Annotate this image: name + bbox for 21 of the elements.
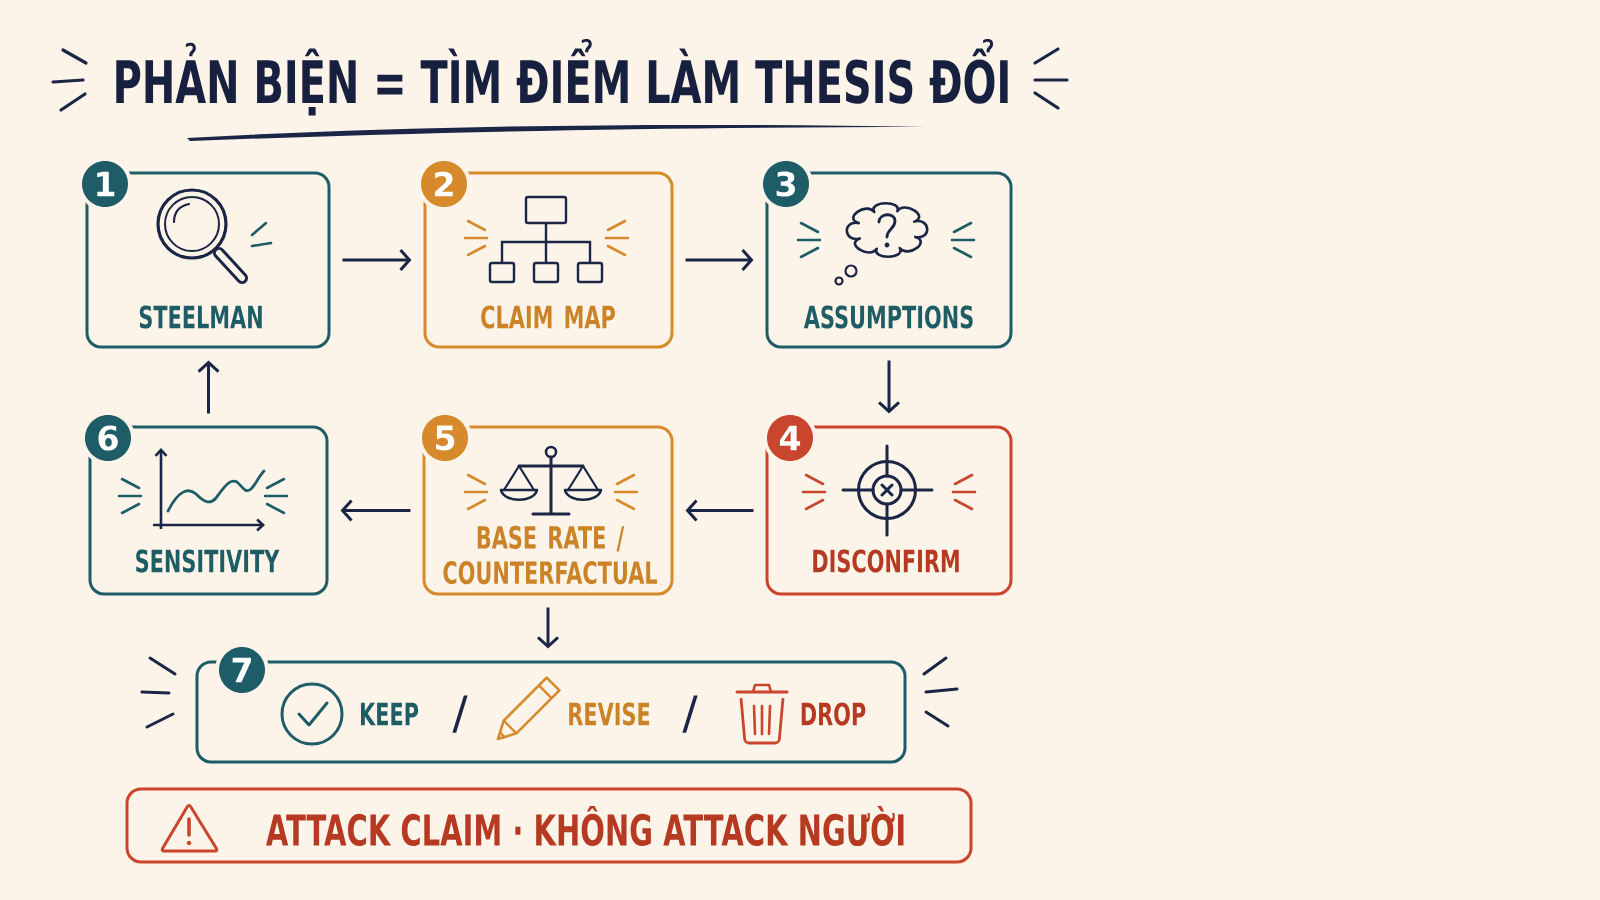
option-label: DROP: [801, 702, 866, 726]
arrow: [685, 499, 754, 522]
arrow: [685, 249, 754, 271]
option-label: REVISE: [569, 702, 650, 726]
number-badge: 3: [759, 157, 813, 211]
arrow: [342, 249, 412, 271]
number-badge: 5: [418, 411, 472, 465]
slash-separator: /: [452, 695, 468, 733]
option-label: KEEP: [360, 702, 419, 726]
arrow: [878, 360, 900, 414]
title: PHẢN BIỆN = TÌM ĐIỂM LÀM THESIS ĐỔI: [116, 38, 1008, 141]
number-badge: 7: [215, 643, 269, 697]
warning-box: ATTACK CLAIM · KHÔNG ATTACK NGƯỜI: [125, 787, 973, 864]
slash-separator: /: [682, 695, 698, 733]
number-badge: 6: [81, 411, 135, 465]
arrow: [340, 499, 411, 522]
arrow: [197, 360, 220, 414]
number-badge: 4: [763, 411, 817, 465]
number-badge: 2: [417, 157, 471, 211]
arrow: [537, 607, 559, 649]
number-badge: 1: [78, 157, 132, 211]
